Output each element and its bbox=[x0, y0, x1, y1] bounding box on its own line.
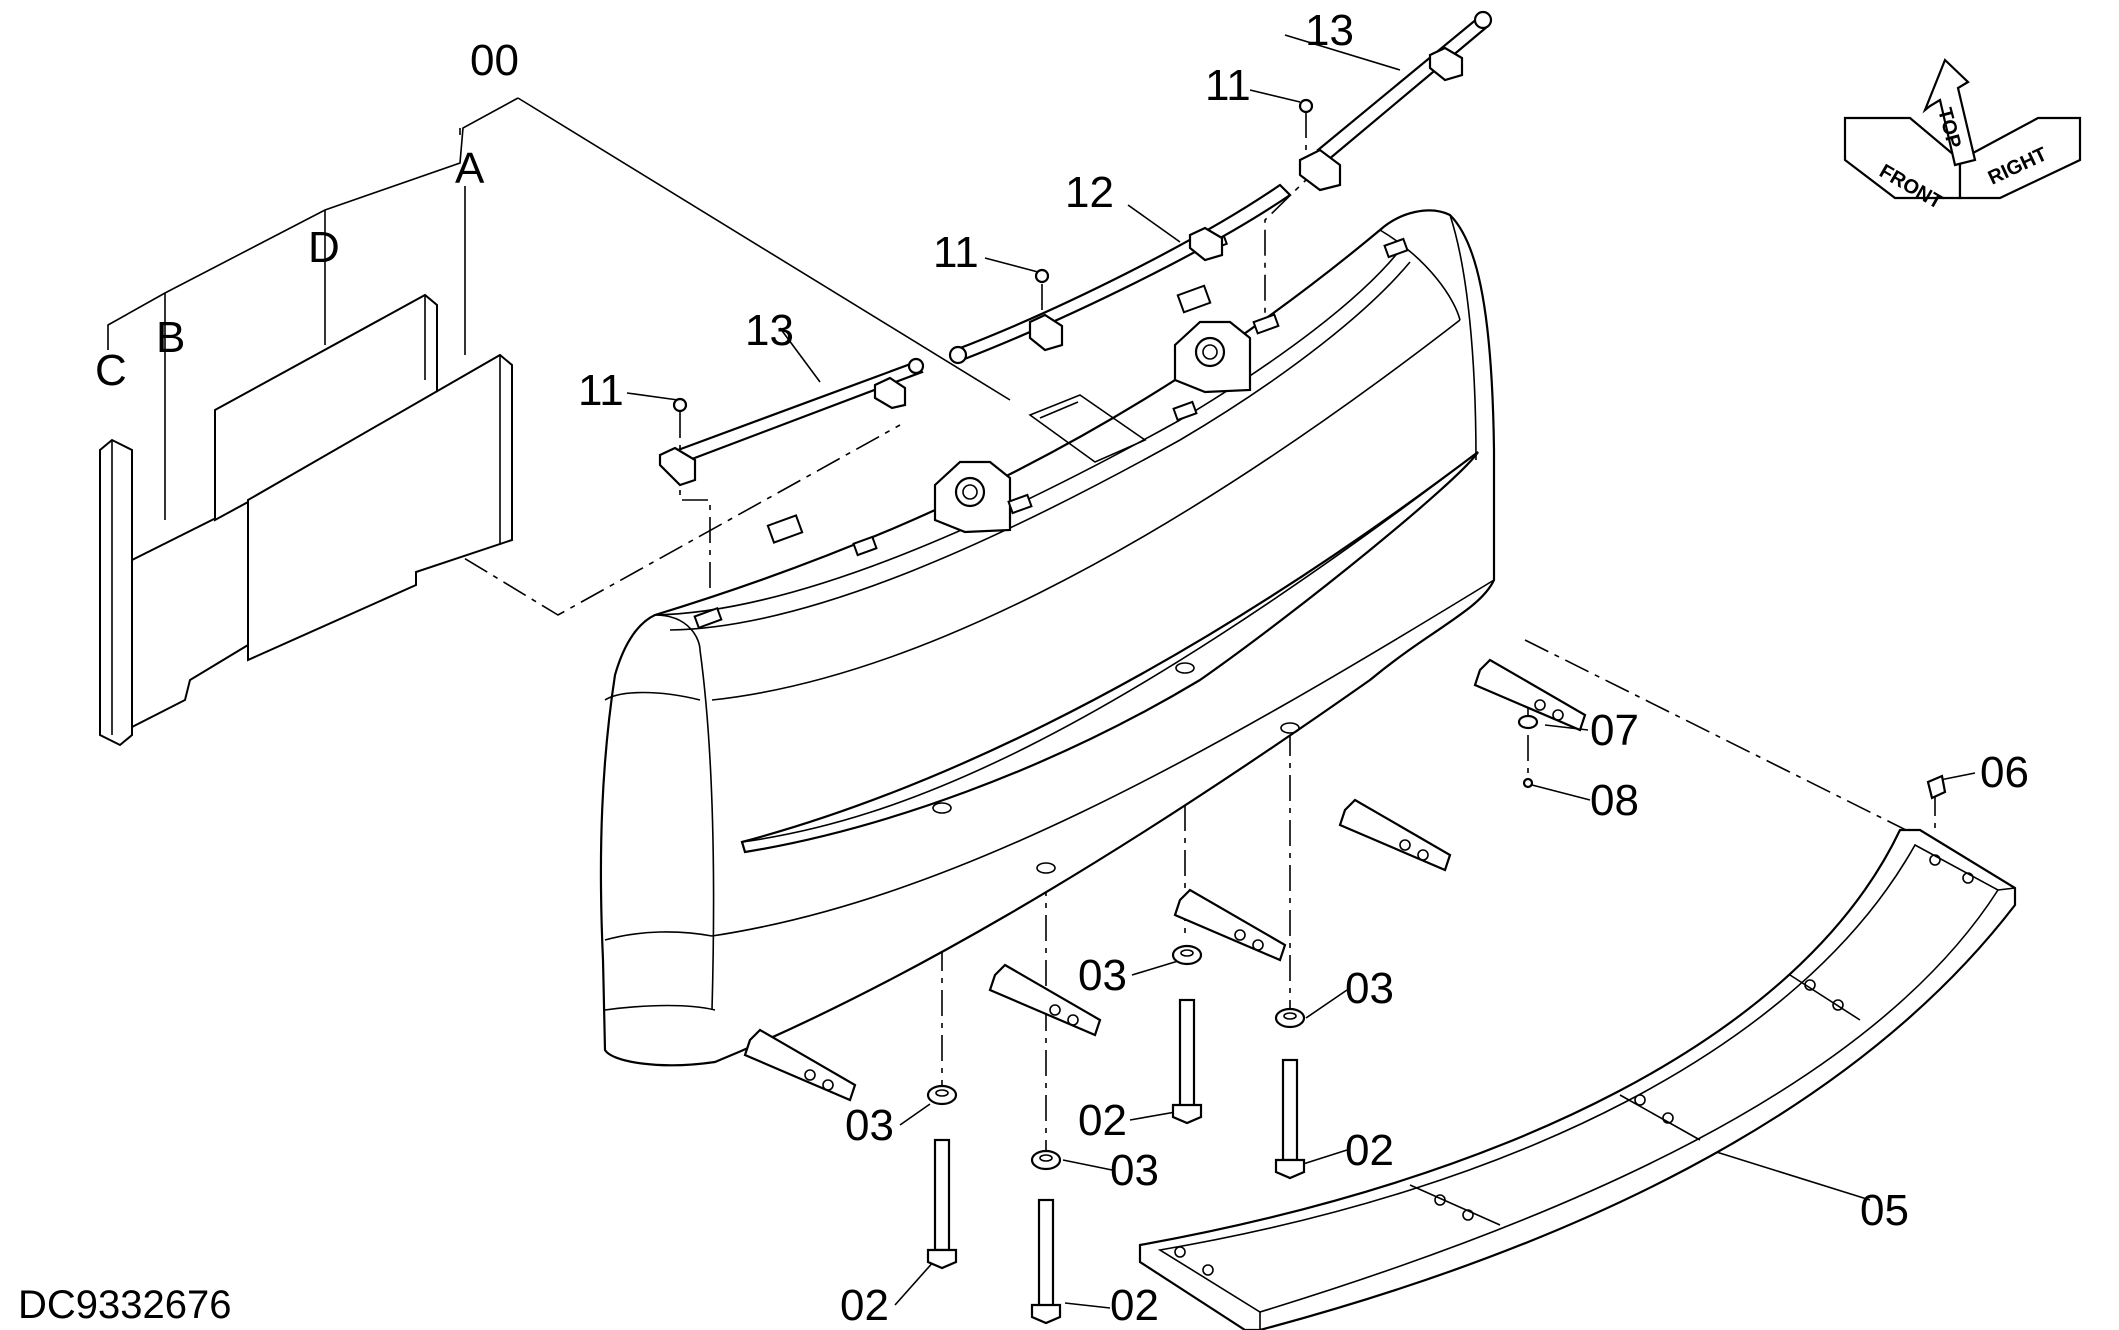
callout-02-front-left: 02 bbox=[840, 1281, 889, 1330]
document-id: DC9332676 bbox=[18, 1283, 232, 1327]
callout-02-rear-mid: 02 bbox=[1078, 1096, 1127, 1145]
callout-03-front-mid: 03 bbox=[1110, 1146, 1159, 1195]
callout-c: C bbox=[95, 346, 127, 395]
orientation-indicator: FRONT TOP RIGHT bbox=[1843, 58, 2082, 214]
callout-labels: 00 A D B C 13 11 12 11 13 11 07 08 06 05… bbox=[95, 6, 2029, 1330]
callout-11-left: 11 bbox=[578, 366, 624, 415]
handrails bbox=[658, 10, 1493, 487]
callout-08: 08 bbox=[1590, 776, 1639, 825]
callout-07: 07 bbox=[1590, 706, 1639, 755]
callout-00: 00 bbox=[470, 36, 519, 85]
callout-03-front-left: 03 bbox=[845, 1101, 894, 1150]
callout-02-rear-right: 02 bbox=[1345, 1126, 1394, 1175]
callout-d: D bbox=[308, 223, 340, 272]
top-deck-details bbox=[693, 229, 1409, 630]
callout-b: B bbox=[156, 313, 185, 362]
callout-03-rear-right: 03 bbox=[1345, 964, 1394, 1013]
balance-plates bbox=[99, 293, 513, 747]
bolts-and-washers bbox=[926, 662, 1947, 1325]
callout-13-left: 13 bbox=[745, 306, 794, 355]
callout-02-front-mid: 02 bbox=[1110, 1281, 1159, 1330]
callout-11-center: 11 bbox=[933, 228, 979, 277]
callout-12: 12 bbox=[1065, 168, 1114, 217]
lower-cover bbox=[1138, 828, 2017, 1330]
callout-11-right: 11 bbox=[1205, 61, 1251, 110]
bottom-brackets bbox=[743, 658, 1587, 1102]
callout-05: 05 bbox=[1860, 1186, 1909, 1235]
callout-13-right: 13 bbox=[1305, 6, 1354, 55]
callout-06: 06 bbox=[1980, 748, 2029, 797]
callout-03-rear-mid: 03 bbox=[1078, 951, 1127, 1000]
callout-a: A bbox=[455, 144, 485, 193]
